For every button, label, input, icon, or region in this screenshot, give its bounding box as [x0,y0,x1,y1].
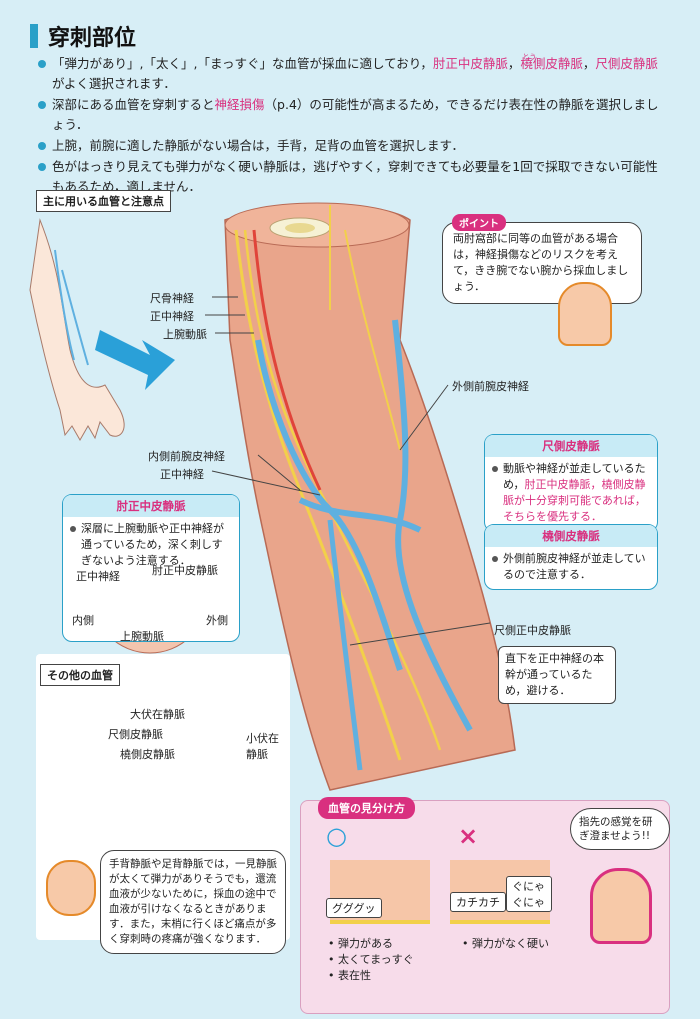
intro-item: 「弾力があり」,「太く」,「まっすぐ」な血管が採血に適しており，肘正中皮静脈，と… [36,53,666,94]
ulnar-nerve-label: 尺骨神経 [150,292,194,305]
good-point: • 弾力がある [328,937,393,950]
cs-median-cubital-label: 肘正中皮静脈 [152,564,218,577]
intro-text: 「弾力があり」,「太く」,「まっすぐ」な血管が採血に適しており， [52,56,433,71]
point-bubble: 両肘窩部に同等の血管がある場合は，神経損傷などのリスクを考えて，きき腕でない腕か… [442,222,642,304]
ulnar-median-note: 直下を正中神経の本幹が通っているため，避ける． [498,646,616,704]
good-mark: ○ [326,822,347,850]
main-vessels-label: 主に用いる血管と注意点 [36,190,171,212]
median-cubital-body: 深層に上腕動脈や正中神経が通っているため，深く刺しすぎないよう注意する． [63,517,239,575]
basilic-body-text: 動脈や神経が並走しているため， [503,462,646,491]
great-saphenous-label: 大伏在静脈 [130,708,185,721]
good-point-text: 表在性 [338,969,371,982]
intro-text: 深部にある血管を穿刺すると [52,97,215,112]
furigana: とう [522,53,537,61]
good-point: • 表在性 [328,969,371,982]
bad-mark: × [458,822,479,850]
median-cubital-term: 肘正中皮静脈 [432,56,508,71]
intro-list: 「弾力があり」,「太く」,「まっすぐ」な血管が採血に適しており，肘正中皮静脈，と… [36,53,666,198]
cephalic-callout: 橈側皮静脈 外側前腕皮神経が並走しているので注意する． [484,524,658,590]
basilic-body: 動脈や神経が並走しているため，肘正中皮静脈，橈側皮静脈が十分穿刺可能であれば，そ… [485,457,657,531]
bad-points: • 弾力がなく硬い [462,936,549,952]
median-nerve-mid-label: 正中神経 [160,468,204,481]
basilic-term: 尺側皮静脈 [595,56,658,71]
intro-text: （p.4）の可能性が高まるため，できるだけ表在性の静脈を選択しましょう． [52,97,659,132]
nerve-injury-link[interactable]: 神経損傷 [214,97,265,112]
cs-median-nerve-label: 正中神経 [76,570,120,583]
page-title: 穿刺部位 [48,26,137,51]
medial-cutaneous-label: 内側前腕皮神経 [148,450,225,463]
bad-sound-2: ぐにゃぐにゃ [506,876,552,912]
cephalic-body: 外側前腕皮神経が並走しているので注意する． [485,547,657,589]
nurse-avatar [558,282,612,346]
nurse-avatar-2 [590,868,652,944]
basilic-head: 尺側皮静脈 [485,435,657,457]
hand-note: 手背静脈や足背静脈では，一見静脈が太くて弾力がありそうでも，還流血液が少ないため… [100,850,286,954]
radial-vein-hand-label: 橈側皮静脈 [120,748,175,761]
small-saphenous-label: 小伏在静脈 [246,732,279,761]
intro-text: ， [507,56,521,71]
intro-item: 深部にある血管を穿刺すると神経損傷（p.4）の可能性が高まるため，できるだけ表在… [36,95,666,135]
good-point-text: 太くてまっすぐ [338,953,414,966]
cs-medial-label: 内側 [72,614,94,627]
intro-text: ， [582,56,596,71]
bad-sound-1: カチカチ [450,892,506,912]
lateral-cutaneous-label: 外側前腕皮神経 [452,380,529,393]
cephalic-head: 橈側皮静脈 [485,525,657,547]
distinguish-header: 血管の見分け方 [318,797,415,819]
median-cubital-callout: 肘正中皮静脈 深層に上腕動脈や正中神経が通っているため，深く刺しすぎないよう注意… [62,494,240,642]
cephalic-term: 橈側皮静脈 [520,56,583,71]
good-points: • 弾力がある • 太くてまっすぐ • 表在性 [328,936,414,984]
nurse-speech: 指先の感覚を研ぎ澄ませよう!! [570,808,670,850]
intro-text: がよく選択されます． [52,76,176,91]
cs-lateral-label: 外側 [206,614,228,627]
point-text: 両肘窩部に同等の血管がある場合は，神経損傷などのリスクを考えて，きき腕でない腕か… [453,232,629,293]
child-avatar [46,860,96,916]
bad-point-text: 弾力がなく硬い [472,937,549,950]
cs-brachial-label: 上腕動脈 [120,630,164,643]
point-tag: ポイント [452,214,506,231]
brachial-artery-label: 上腕動脈 [163,328,207,341]
title-accent-bar [30,24,38,48]
median-nerve-top-label: 正中神経 [150,310,194,323]
bad-point: • 弾力がなく硬い [462,937,549,950]
good-point: • 太くてまっすぐ [328,953,414,966]
basilic-body-emphasis: 肘正中皮静脈，橈側皮静脈が十分穿刺可能であれば，そちらを優先する． [503,478,646,523]
ulnar-median-vein-label: 尺側正中皮静脈 [494,624,571,637]
intro-item: 上腕，前腕に適した静脈がない場合は，手背，足背の血管を選択します． [36,136,666,156]
good-sound: グググッ [326,898,382,918]
median-cubital-head: 肘正中皮静脈 [63,495,239,517]
basilic-callout: 尺側皮静脈 動脈や神経が並走しているため，肘正中皮静脈，橈側皮静脈が十分穿刺可能… [484,434,658,532]
good-point-text: 弾力がある [338,937,393,950]
other-vessels-label: その他の血管 [40,664,120,686]
ulnar-vein-hand-label: 尺側皮静脈 [108,728,163,741]
